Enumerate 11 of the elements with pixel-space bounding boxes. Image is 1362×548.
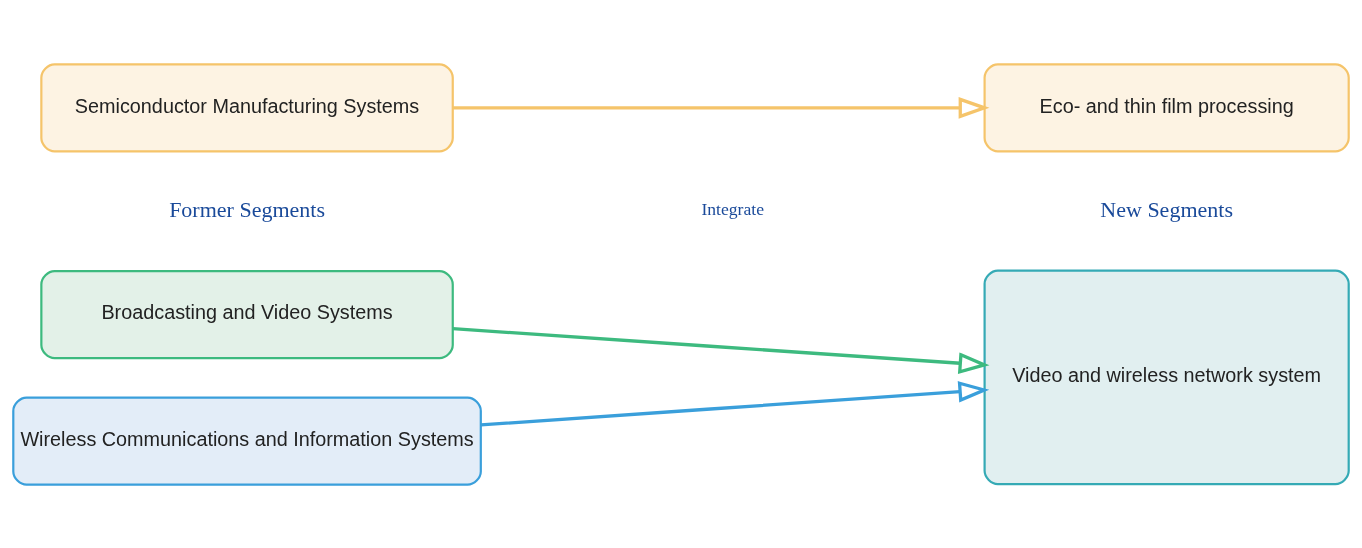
arrow — [452, 326, 990, 374]
label: Former Segments — [169, 196, 325, 222]
node-box: Eco- and thin film processing — [983, 62, 1350, 152]
node-box: Video and wireless network system — [983, 269, 1350, 485]
label: Integrate — [701, 198, 764, 219]
node-box: Broadcasting and Video Systems — [40, 269, 454, 359]
node-box: Semiconductor Manufacturing Systems — [40, 62, 454, 152]
arrow — [452, 96, 990, 119]
node-box: Wireless Communications and Information Systems — [12, 396, 482, 486]
arrow — [480, 380, 990, 427]
label: New Segments — [1100, 196, 1233, 222]
